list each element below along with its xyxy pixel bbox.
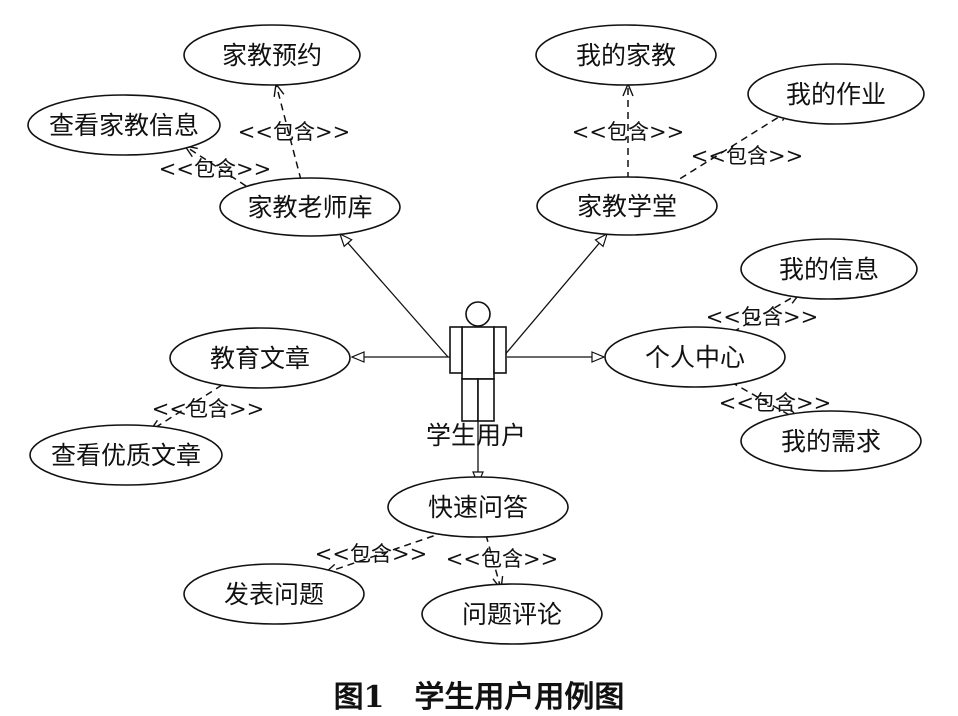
use-case-my-needs: 我的需求 — [740, 410, 922, 472]
use-case-my-info: 我的信息 — [740, 238, 918, 300]
association-tutor-library — [340, 234, 449, 358]
use-case-my-homework: 我的作业 — [747, 63, 925, 125]
use-case-label: 我的信息 — [779, 255, 879, 284]
use-case-question-comment: 问题评论 — [421, 583, 603, 645]
use-case-label: 教育文章 — [210, 344, 310, 373]
use-case-label: 我的需求 — [781, 427, 881, 456]
use-case-label: 我的家教 — [576, 41, 676, 70]
include-label: <<包含>> — [159, 157, 271, 181]
include-line-view-tutor-info — [185, 146, 247, 187]
association-tutor-classroom — [502, 234, 607, 358]
use-case-post-question: 发表问题 — [183, 563, 365, 625]
include-line-question-comment — [485, 534, 501, 589]
use-case-label: 快速问答 — [428, 493, 528, 522]
use-case-label: 家教老师库 — [247, 193, 372, 222]
include-line-post-question — [325, 531, 446, 573]
use-case-quick-qa: 快速问答 — [387, 476, 569, 538]
include-label: <<包含>> — [691, 144, 803, 168]
use-case-edu-articles: 教育文章 — [169, 327, 351, 389]
include-line-my-info — [732, 293, 800, 333]
actor-label: 学生用户 — [426, 421, 526, 450]
use-case-my-tutor: 我的家教 — [535, 24, 717, 86]
include-line-tutor-booking — [276, 84, 302, 181]
use-case-view-tutor-info: 查看家教信息 — [27, 94, 221, 156]
include-label: <<包含>> — [238, 120, 350, 144]
include-label: <<包含>> — [315, 542, 427, 566]
include-label: <<包含>> — [446, 547, 558, 571]
figure-caption: 图1 学生用户用例图 — [333, 680, 625, 715]
include-label: <<包含>> — [152, 397, 264, 421]
use-case-personal-center: 个人中心 — [604, 326, 786, 388]
use-case-label: 发表问题 — [224, 580, 324, 609]
use-case-label: 我的作业 — [786, 80, 886, 109]
use-case-tutor-library: 家教老师库 — [219, 177, 401, 237]
use-case-tutor-classroom: 家教学堂 — [536, 176, 718, 236]
use-case-label: 家教预约 — [222, 41, 322, 70]
use-case-tutor-booking: 家教预约 — [183, 24, 361, 86]
use-case-label: 问题评论 — [462, 600, 562, 629]
include-label: <<包含>> — [572, 120, 684, 144]
include-label: <<包含>> — [706, 305, 818, 329]
use-case-label: 个人中心 — [645, 343, 745, 372]
actor-student-icon — [449, 301, 507, 422]
use-case-view-quality-articles: 查看优质文章 — [29, 424, 223, 486]
include-line-view-quality-articles — [150, 384, 223, 431]
use-case-label: 查看优质文章 — [51, 441, 201, 470]
use-case-label: 家教学堂 — [577, 192, 677, 221]
use-case-label: 查看家教信息 — [49, 111, 199, 140]
